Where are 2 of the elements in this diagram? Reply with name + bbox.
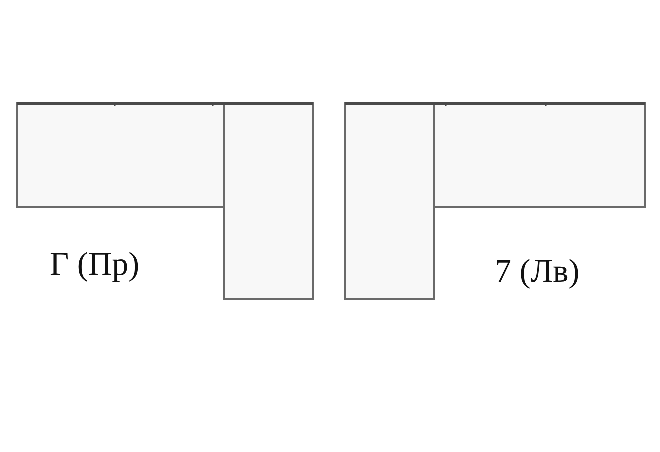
layout-caption: Г (Пр): [50, 249, 140, 282]
layout-caption: 7 (Лв): [495, 256, 580, 289]
